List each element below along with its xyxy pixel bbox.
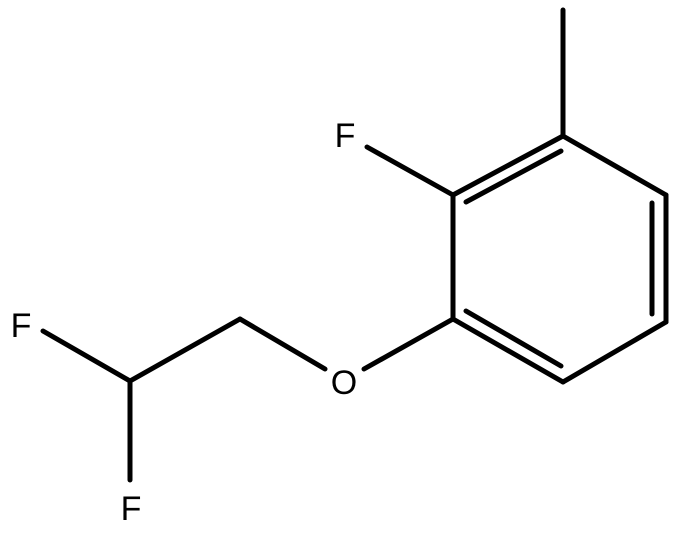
atom-labels: F O F F [11, 117, 358, 528]
atom-label-oxygen: O [331, 364, 357, 402]
atom-label-f-chain-bottom: F [121, 490, 142, 528]
bonds [40, 7, 669, 483]
ch2-chf2-bond [127, 316, 243, 384]
ring-bond-top-right [560, 133, 669, 198]
ring-bond-top-left [450, 133, 566, 198]
atom-label-f-chain-top: F [11, 307, 32, 345]
atom-label-f-ring: F [335, 117, 356, 155]
ring-bond-bottom-left [450, 316, 566, 385]
ring-bond-bottom-right [560, 319, 669, 385]
c-f-ring-bond [364, 144, 456, 198]
ring-bond-top-left-inner [463, 148, 564, 205]
o-ch2-bond [237, 316, 328, 372]
c-o-aryl-bond [361, 316, 456, 372]
c-f-top-bond [40, 328, 133, 384]
ring-bond-bottom-left-inner [463, 308, 564, 369]
